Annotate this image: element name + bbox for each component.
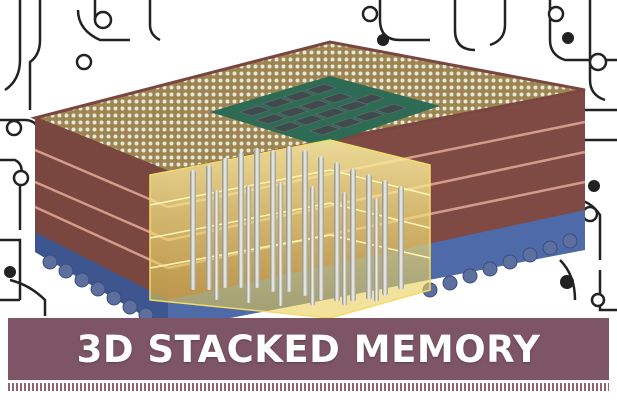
title-banner: 3D STACKED MEMORY <box>8 318 609 380</box>
banner-title: 3D STACKED MEMORY <box>76 327 541 371</box>
through-silicon-vias <box>190 146 404 306</box>
logic-die <box>210 76 440 146</box>
circuit-nodes <box>4 5 608 308</box>
banner-stripe <box>8 383 609 391</box>
stack-left-face <box>34 118 169 300</box>
